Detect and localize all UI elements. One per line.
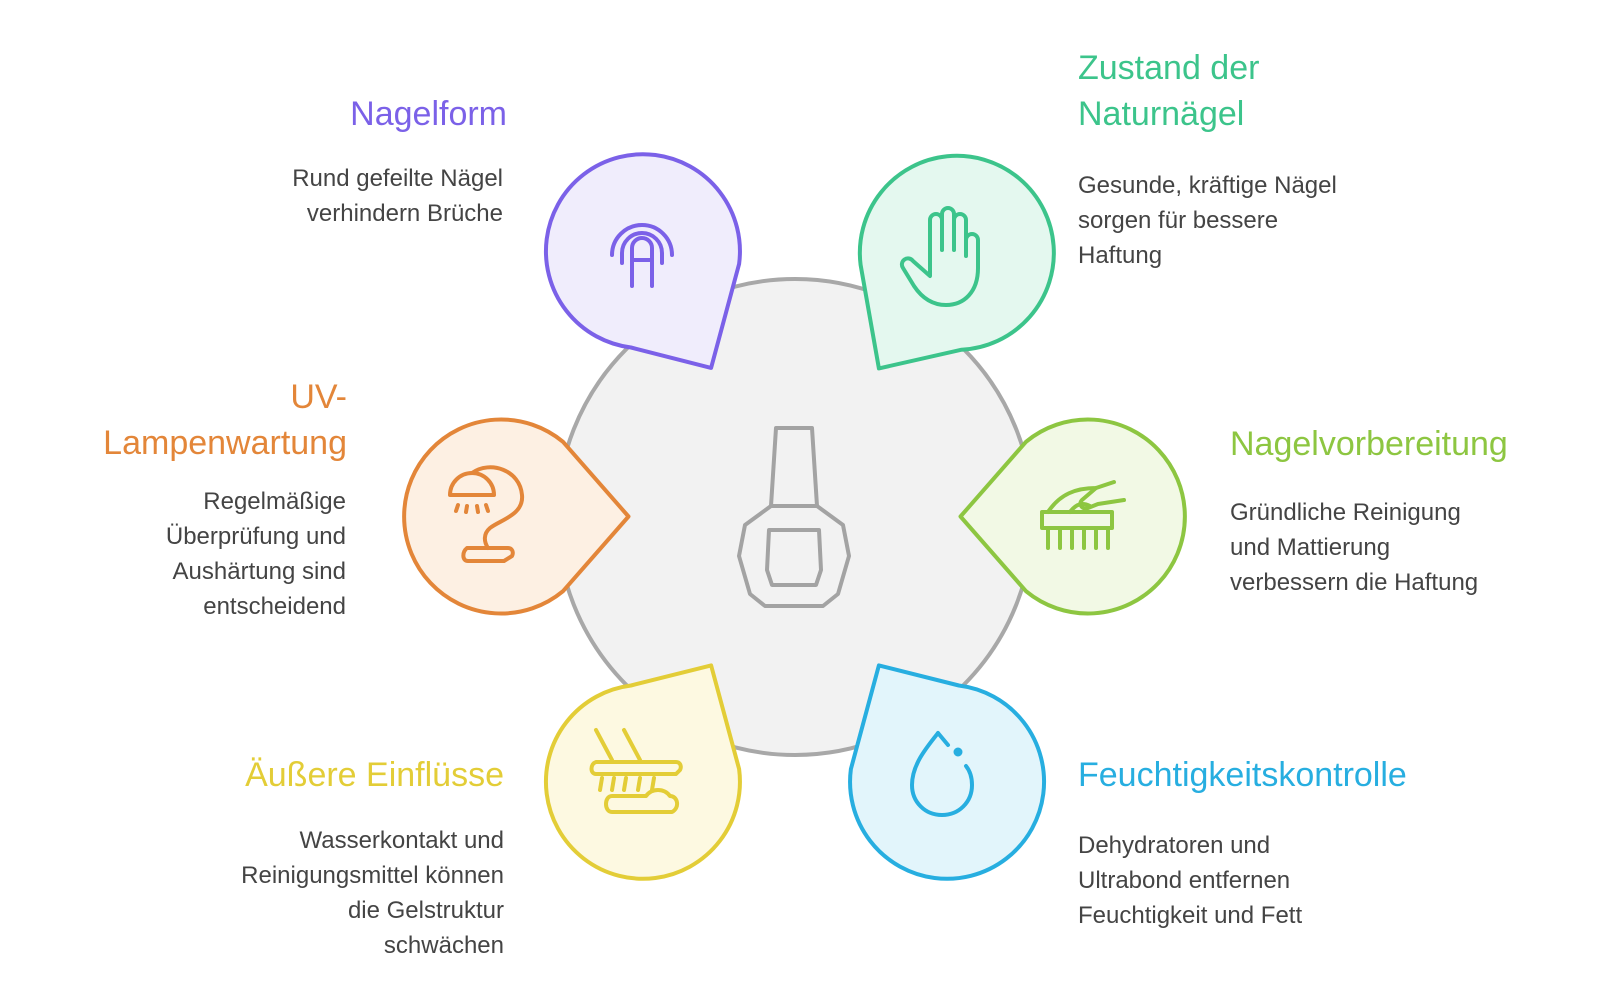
title-line: Nagelform — [350, 95, 507, 133]
title-line: UV- — [290, 378, 347, 416]
petal-uv — [402, 417, 631, 616]
title-einfluesse: Äußere Einflüsse — [245, 752, 504, 798]
desc-line: Wasserkontakt und — [299, 827, 504, 854]
desc-line: und Mattierung — [1230, 534, 1391, 561]
desc-vorbereitung: Gründliche Reinigung und Mattierung verb… — [1230, 495, 1478, 600]
desc-uv: Regelmäßige Überprüfung und Aushärtung s… — [166, 484, 346, 624]
title-line: Zustand der — [1078, 49, 1260, 87]
desc-line: Dehydratoren und — [1078, 832, 1271, 859]
title-feuchtigkeit: Feuchtigkeitskontrolle — [1078, 752, 1407, 798]
desc-line: Ultrabond entfernen — [1078, 867, 1291, 894]
petal-feuchtigkeit — [848, 663, 1047, 881]
cleaning-sponge-icon — [589, 728, 683, 814]
desc-line: Überprüfung und — [165, 523, 346, 550]
desc-line: verhindern Brüche — [306, 200, 503, 227]
desc-line: Feuchtigkeit und Fett — [1078, 902, 1303, 929]
desc-line: verbessern die Haftung — [1230, 569, 1479, 596]
title-line: Lampenwartung — [103, 424, 347, 462]
hand-brush-icon — [1040, 480, 1126, 550]
nail-polish-bottle-icon — [737, 426, 851, 608]
desc-nagelform: Rund gefeilte Nägel verhindern Brüche — [292, 161, 503, 231]
desc-einfluesse: Wasserkontakt und Reinigungsmittel könne… — [241, 823, 504, 963]
desc-line: Haftung — [1078, 242, 1163, 269]
petal-vorbereitung — [958, 417, 1187, 616]
desc-line: Reinigungsmittel können — [241, 862, 504, 889]
desc-line: Regelmäßige — [203, 488, 346, 515]
desc-zustand: Gesunde, kräftige Nägel sorgen für besse… — [1078, 168, 1337, 273]
title-line: Feuchtigkeitskontrolle — [1078, 756, 1407, 794]
desc-line: sorgen für bessere — [1078, 207, 1279, 234]
fingerprint-icon — [610, 223, 674, 288]
hand-icon — [899, 206, 980, 307]
title-line: Naturnägel — [1078, 95, 1245, 133]
title-line: Nagelvorbereitung — [1230, 425, 1508, 463]
desc-line: schwächen — [383, 932, 504, 959]
desc-line: die Gelstruktur — [347, 897, 504, 924]
lamp-icon — [448, 465, 525, 563]
title-line: Äußere Einflüsse — [245, 756, 504, 794]
title-vorbereitung: Nagelvorbereitung — [1230, 421, 1508, 467]
desc-line: Aushärtung sind — [172, 558, 346, 585]
water-drop-icon — [910, 731, 974, 817]
desc-line: Gründliche Reinigung — [1230, 499, 1461, 526]
desc-feuchtigkeit: Dehydratoren und Ultrabond entfernen Feu… — [1078, 828, 1302, 933]
desc-line: Rund gefeilte Nägel — [292, 165, 503, 192]
desc-line: Gesunde, kräftige Nägel — [1078, 172, 1337, 199]
title-zustand: Zustand der Naturnägel — [1078, 45, 1259, 137]
title-uv: UV- Lampenwartung — [103, 374, 347, 466]
desc-line: entscheidend — [203, 593, 346, 620]
title-nagelform: Nagelform — [350, 91, 507, 137]
petal-zustand — [857, 153, 1056, 371]
